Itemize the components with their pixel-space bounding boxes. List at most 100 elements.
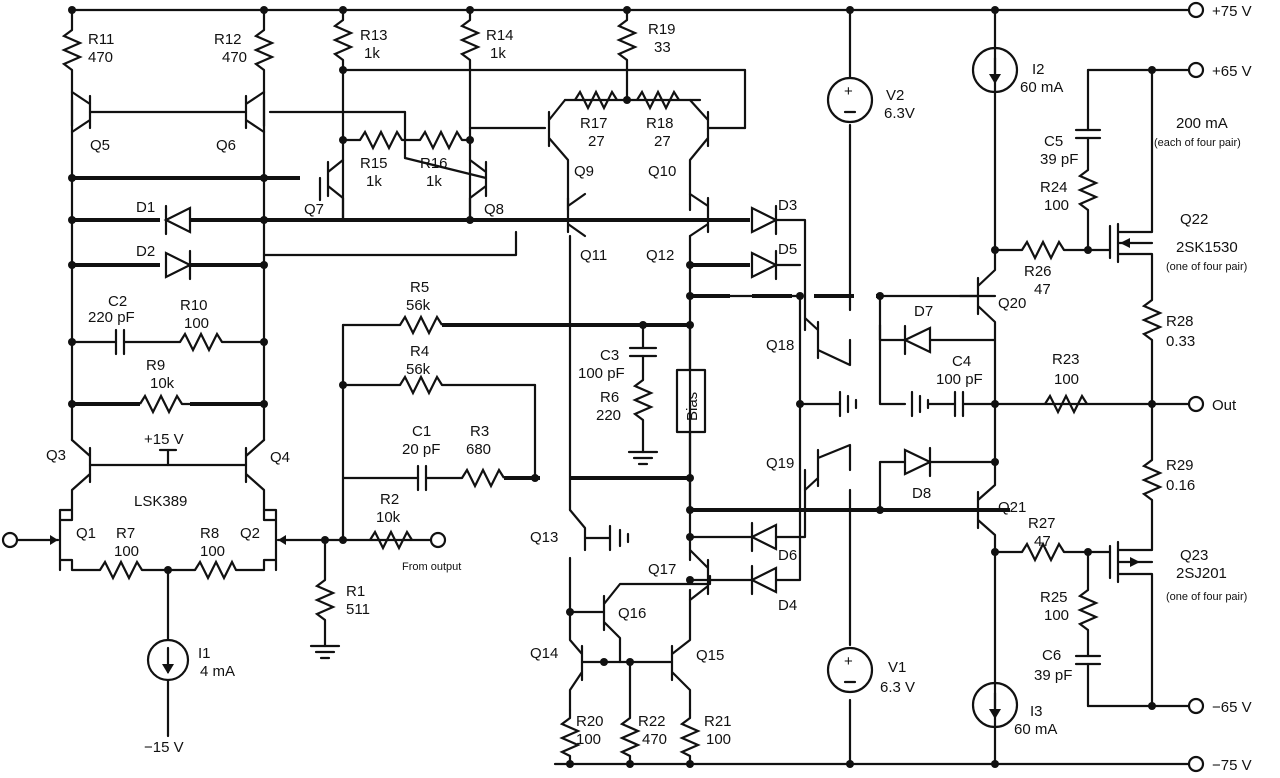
feedback-terminal [429, 531, 447, 549]
v2-plus-sign: + [844, 83, 853, 100]
i1-name: I1 [198, 645, 211, 662]
v1-name: V1 [888, 659, 906, 676]
r25-value: 100 [1044, 607, 1069, 624]
q22-label: Q22 [1180, 211, 1208, 228]
r1-name: R1 [346, 583, 365, 600]
q11-label: Q11 [580, 247, 607, 264]
r24-name: R24 [1040, 179, 1068, 196]
i3-value: 60 mA [1014, 721, 1057, 738]
r2-name: R2 [380, 491, 399, 508]
pos65-label: +65 V [1212, 63, 1252, 80]
d6-label: D6 [778, 547, 797, 564]
q13-label: Q13 [530, 529, 558, 546]
r8-name: R8 [200, 525, 219, 542]
q23-part-label: 2SJ201 [1176, 565, 1227, 582]
r15-name: R15 [360, 155, 388, 172]
r14-name: R14 [486, 27, 514, 44]
d8-label: D8 [912, 485, 931, 502]
d1-label: D1 [136, 199, 155, 216]
q21-label: Q21 [998, 499, 1026, 516]
c5-value: 39 pF [1040, 151, 1078, 168]
q4-label: Q4 [270, 449, 290, 466]
d4-label: D4 [778, 597, 797, 614]
i2-value: 60 mA [1020, 79, 1063, 96]
q16-label: Q16 [618, 605, 646, 622]
d2-label: D2 [136, 243, 155, 260]
r12-value: 470 [222, 49, 247, 66]
r27-value: 47 [1034, 533, 1051, 550]
r5-value: 56k [406, 297, 431, 314]
c3-name: C3 [600, 347, 619, 364]
c4-value: 100 pF [936, 371, 983, 388]
r17-name: R17 [580, 115, 608, 132]
q7-label: Q7 [304, 201, 324, 218]
r27-name: R27 [1028, 515, 1056, 532]
r8-value: 100 [200, 543, 225, 560]
r15-value: 1k [366, 173, 382, 190]
r2-value: 10k [376, 509, 401, 526]
out-label: Out [1212, 397, 1237, 414]
r11-value: 470 [88, 49, 113, 66]
r9-value: 10k [150, 375, 175, 392]
c3-value: 100 pF [578, 365, 625, 382]
neg65-terminal [1187, 697, 1205, 715]
output-terminal [1187, 395, 1205, 413]
r13-name: R13 [360, 27, 388, 44]
i3-name: I3 [1030, 703, 1043, 720]
d7-label: D7 [914, 303, 933, 320]
q2-label: Q2 [240, 525, 260, 542]
r23-value: 100 [1054, 371, 1079, 388]
neg75-terminal [1187, 755, 1205, 773]
r6-name: R6 [600, 389, 619, 406]
neg65-label: −65 V [1212, 699, 1252, 716]
r3-name: R3 [470, 423, 489, 440]
q8-label: Q8 [484, 201, 504, 218]
c5-name: C5 [1044, 133, 1063, 150]
v2-name: V2 [886, 87, 904, 104]
c2-value: 220 pF [88, 309, 135, 326]
q20-label: Q20 [998, 295, 1026, 312]
r23-name: R23 [1052, 351, 1080, 368]
r26-value: 47 [1034, 281, 1051, 298]
q3-label: Q3 [46, 447, 66, 464]
c2-name: C2 [108, 293, 127, 310]
q17-label: Q17 [648, 561, 676, 578]
r7-name: R7 [116, 525, 135, 542]
input-terminal [1, 531, 19, 549]
current-note-sub: (each of four pair) [1154, 137, 1241, 149]
r18-value: 27 [654, 133, 671, 150]
r18-name: R18 [646, 115, 674, 132]
r3-value: 680 [466, 441, 491, 458]
from-output-label: From output [402, 561, 461, 573]
pos15-label: +15 V [144, 431, 184, 448]
q5-label: Q5 [90, 137, 110, 154]
q22-note: (one of four pair) [1166, 261, 1247, 273]
r20-value: 100 [576, 731, 601, 748]
r19-name: R19 [648, 21, 676, 38]
c6-value: 39 pF [1034, 667, 1072, 684]
r26-name: R26 [1024, 263, 1052, 280]
q6-label: Q6 [216, 137, 236, 154]
r20-name: R20 [576, 713, 604, 730]
r5-name: R5 [410, 279, 429, 296]
c4-name: C4 [952, 353, 971, 370]
neg75-label: −75 V [1212, 757, 1252, 774]
c6-name: C6 [1042, 647, 1061, 664]
r10-name: R10 [180, 297, 208, 314]
r24-value: 100 [1044, 197, 1069, 214]
r9-name: R9 [146, 357, 165, 374]
r22-name: R22 [638, 713, 666, 730]
q23-note: (one of four pair) [1166, 591, 1247, 603]
q23-label: Q23 [1180, 547, 1208, 564]
v1-value: 6.3 V [880, 679, 915, 696]
r13-value: 1k [364, 45, 380, 62]
r7-value: 100 [114, 543, 139, 560]
neg15-label: −15 V [144, 739, 184, 756]
v2-value: 6.3V [884, 105, 915, 122]
r6-value: 220 [596, 407, 621, 424]
r28-value: 0.33 [1166, 333, 1195, 350]
q22-part-label: 2SK1530 [1176, 239, 1238, 256]
r12-name: R12 [214, 31, 242, 48]
